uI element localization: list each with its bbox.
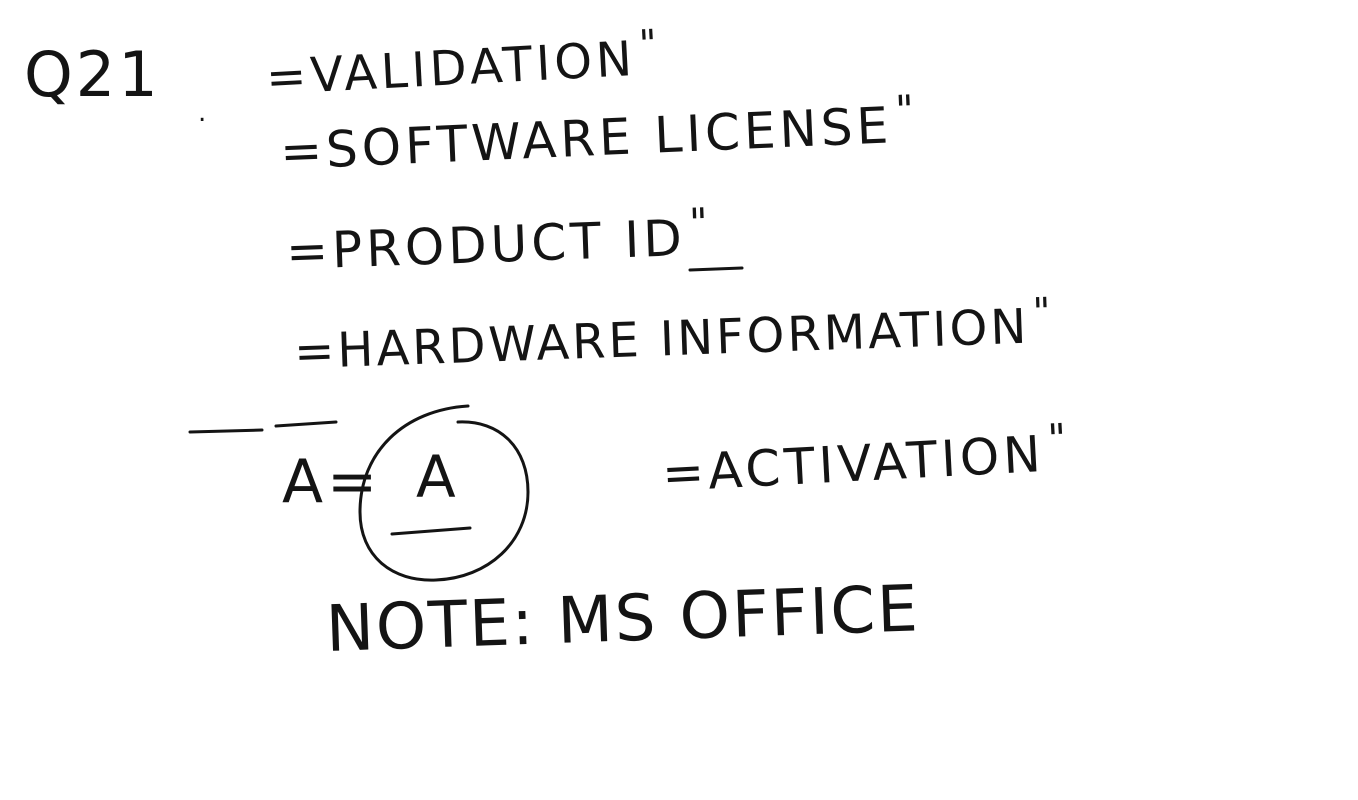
dash-stroke <box>188 428 264 434</box>
answer-label: A= <box>282 452 381 512</box>
option-prefix: = <box>660 442 710 503</box>
ditto-mark: " <box>637 21 662 68</box>
question-number: Q21 <box>24 38 161 111</box>
option-text: HARDWARE INFORMATION <box>336 298 1031 379</box>
answer-value: A <box>416 443 460 511</box>
option-text: SOFTWARE LICENSE <box>324 96 894 179</box>
option-text: VALIDATION <box>308 30 638 104</box>
ditto-mark: " <box>1046 415 1072 463</box>
option-line-activation: =ACTIVATION" <box>660 415 1072 503</box>
option-prefix: = <box>293 322 339 381</box>
option-line-hardware-information: =HARDWARE INFORMATION" <box>293 289 1055 380</box>
id-underline <box>688 266 744 272</box>
question-dot: . <box>198 98 211 128</box>
answer-underline <box>390 526 472 536</box>
note-text: NOTE: MS OFFICE <box>324 572 921 667</box>
ditto-mark: " <box>688 200 713 247</box>
answer-letter: A <box>282 447 328 517</box>
option-prefix: = <box>264 47 312 107</box>
option-line-software-license: =SOFTWARE LICENSE" <box>279 87 920 181</box>
option-text: ACTIVATION <box>706 424 1047 501</box>
option-prefix: = <box>278 121 328 181</box>
dash-stroke <box>274 420 338 428</box>
option-text: PRODUCT ID <box>331 209 687 280</box>
option-prefix: = <box>285 221 334 281</box>
answer-equals: = <box>327 447 382 517</box>
ditto-mark: " <box>894 87 919 135</box>
option-line-product-id: =PRODUCT ID" <box>285 200 713 281</box>
ditto-mark: " <box>1031 289 1055 336</box>
option-line-validation: =VALIDATION" <box>265 21 663 106</box>
